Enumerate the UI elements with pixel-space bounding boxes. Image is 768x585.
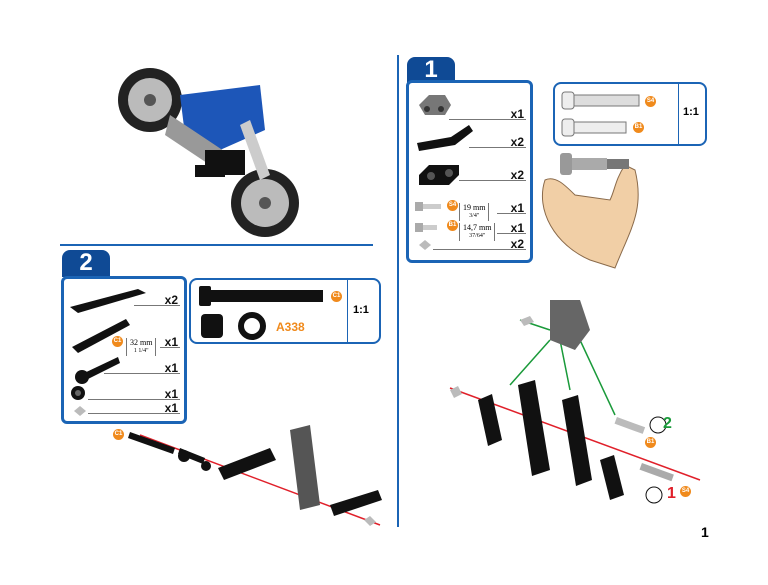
long-bolt-c1-icon	[72, 319, 130, 353]
spacer-icon	[71, 386, 85, 400]
horizontal-divider	[60, 244, 373, 246]
nut-icon	[74, 406, 86, 416]
length-mm: 19 mm	[463, 203, 486, 212]
qty-spacer: x1	[164, 387, 178, 401]
step-1-scale-box: S4 B1 1:1	[553, 82, 707, 146]
bracket-part-icon	[419, 95, 451, 115]
code-badge: C1	[112, 336, 123, 347]
spacer-and-washer-actual-size	[201, 312, 266, 340]
qty-bolt-b1: x1	[510, 221, 524, 235]
bolt-b1-actual-size	[561, 118, 627, 137]
length-in: 1 1/4"	[133, 348, 149, 354]
bolt-s4-icon	[415, 202, 441, 211]
length-mm: 32 mm	[130, 338, 153, 347]
bolt-with-spacer-icon	[75, 357, 120, 384]
nut-icon	[419, 240, 431, 250]
angled-plate-part-icon	[417, 125, 473, 151]
qty-long-bolt: x1	[164, 335, 178, 349]
step-2-number: 2	[62, 250, 110, 277]
bolt-b1-icon	[415, 223, 437, 232]
code-badge: B1	[447, 220, 458, 231]
qty-nut: x2	[510, 237, 524, 251]
bolt-s4-actual-size	[561, 91, 640, 110]
code-badge: C1	[331, 291, 342, 302]
code-badge: B1	[633, 122, 644, 133]
qty-bolt-s4: x1	[510, 201, 524, 215]
code-badge: S4	[447, 200, 458, 211]
short-plate-part-icon	[419, 165, 459, 185]
step-1-number: 1	[407, 57, 455, 83]
length-in: 3/4"	[469, 213, 480, 219]
scale-label: 1:1	[353, 304, 369, 316]
long-plate-part-icon	[70, 289, 146, 313]
part-code: A338	[276, 320, 305, 334]
vertical-divider	[397, 55, 399, 527]
turns-count: 1	[667, 485, 676, 502]
step-1-assembly-diagram	[449, 300, 701, 504]
motorcycle-model-image	[118, 68, 299, 237]
code-badge: C1	[113, 429, 124, 440]
qty-nut: x1	[164, 401, 178, 415]
step-2-assembly-diagram	[128, 425, 382, 526]
code-badge: S4	[645, 96, 656, 107]
long-bolt-actual-size	[199, 286, 323, 306]
qty-angled-plate: x2	[510, 135, 524, 149]
qty-bolt-with-spacer: x1	[164, 361, 178, 375]
qty-short-plate: x2	[510, 168, 524, 182]
length-in: 37/64"	[469, 233, 486, 239]
scale-label: 1:1	[683, 106, 699, 118]
page-number: 1	[701, 524, 709, 540]
code-badge: S4	[680, 486, 691, 497]
qty-bracket: x1	[510, 107, 524, 121]
qty-long-plate: x2	[164, 293, 178, 307]
turns-count: 2	[663, 415, 672, 432]
length-mm: 14,7 mm	[463, 223, 492, 232]
hand-holding-bolt-image	[541, 153, 639, 269]
code-badge: B1	[645, 437, 656, 448]
step-2-scale-box: C1 A338 1:1	[189, 278, 381, 344]
